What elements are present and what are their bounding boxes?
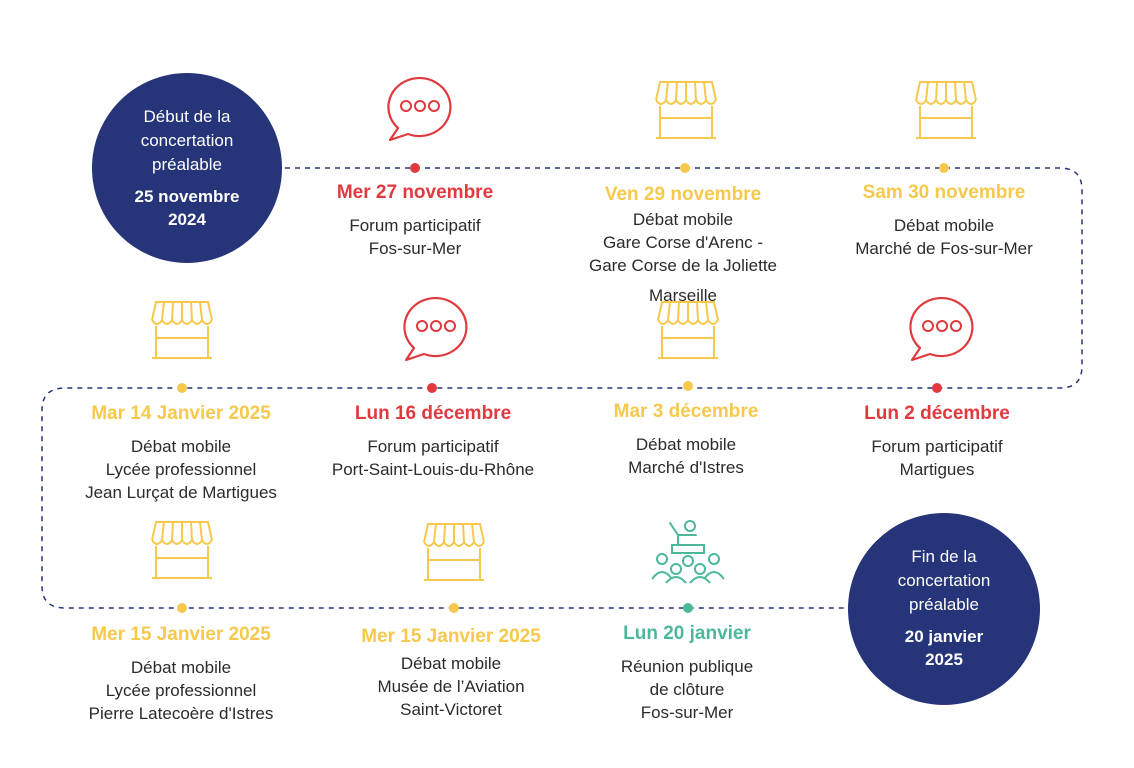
event-description: Débat mobile Lycée professionnel Jean Lu…: [85, 437, 277, 502]
event-description: Forum participatif Fos-sur-Mer: [349, 216, 481, 258]
market-stall-icon: [657, 301, 719, 359]
event-date: Mar 3 décembre: [613, 401, 759, 422]
timeline-dot: [410, 163, 420, 173]
event-date: Mer 27 novembre: [336, 182, 494, 203]
market-stall-icon: [655, 81, 717, 139]
event-lun-16-decembre: Lun 16 décembre Forum participatif Port-…: [293, 402, 573, 481]
speech-bubble-icon: [387, 76, 452, 142]
event-ven-29-novembre: Ven 29 novembre Débat mobile Gare Corse …: [543, 183, 823, 307]
event-date: Ven 29 novembre: [604, 184, 762, 205]
event-date: Lun 16 décembre: [354, 403, 512, 424]
event-date: Lun 20 janvier: [623, 623, 751, 644]
event-description: Débat mobile Musée de l’Aviation Saint-V…: [377, 654, 525, 719]
market-stall-icon: [151, 301, 213, 359]
event-date: Mar 14 Janvier 2025: [91, 403, 271, 424]
start-label: Début de la concertation préalable: [140, 107, 234, 174]
event-description: Forum participatif Martigues: [871, 437, 1003, 479]
speech-bubble-icon: [403, 296, 468, 362]
timeline-dot: [683, 603, 693, 613]
event-date: Mer 15 Janvier 2025: [361, 626, 541, 647]
event-description: Réunion publique de clôture Fos-sur-Mer: [620, 657, 754, 722]
speech-bubble-icon: [909, 296, 974, 362]
end-label: Fin de la concertation préalable: [897, 547, 991, 614]
event-location: Marseille: [648, 286, 718, 305]
end-date: 20 janvier 2025: [904, 627, 984, 669]
event-date: Lun 2 décembre: [864, 403, 1010, 424]
event-description: Débat mobile Lycée professionnel Pierre …: [88, 658, 274, 723]
event-mer-15-janvier-istres: Mer 15 Janvier 2025 Débat mobile Lycée p…: [41, 623, 321, 725]
event-mar-14-janvier: Mar 14 Janvier 2025 Débat mobile Lycée p…: [41, 402, 321, 504]
timeline-dot: [680, 163, 690, 173]
event-mar-3-decembre: Mar 3 décembre Débat mobile Marché d'Ist…: [546, 400, 826, 479]
timeline-dot: [177, 383, 187, 393]
event-date: Sam 30 novembre: [862, 182, 1026, 203]
event-description: Forum participatif Port-Saint-Louis-du-R…: [331, 437, 535, 479]
timeline-dot: [939, 163, 949, 173]
start-date: 25 novembre 2024: [134, 187, 240, 229]
event-date: Mer 15 Janvier 2025: [91, 624, 271, 645]
event-lun-2-decembre: Lun 2 décembre Forum participatif Martig…: [797, 402, 1077, 481]
start-circle: Début de la concertation préalable 25 no…: [92, 73, 282, 263]
event-mer-27-novembre: Mer 27 novembre Forum participatif Fos-s…: [275, 181, 555, 260]
timeline-dot: [449, 603, 459, 613]
event-description: Débat mobile Marché d'Istres: [628, 435, 744, 477]
event-sam-30-novembre: Sam 30 novembre Débat mobile Marché de F…: [804, 181, 1084, 260]
event-description: Débat mobile Gare Corse d'Arenc - Gare C…: [588, 210, 778, 275]
event-mer-15-janvier-aviation: Mer 15 Janvier 2025 Débat mobile Musée d…: [311, 625, 591, 721]
timeline-dot: [932, 383, 942, 393]
end-circle: Fin de la concertation préalable 20 janv…: [848, 513, 1040, 705]
timeline-dot: [427, 383, 437, 393]
public-meeting-icon: [651, 520, 725, 584]
market-stall-icon: [423, 523, 485, 581]
market-stall-icon: [915, 81, 977, 139]
timeline-dot: [683, 381, 693, 391]
event-lun-20-janvier: Lun 20 janvier Réunion publique de clôtu…: [547, 622, 827, 724]
event-description: Débat mobile Marché de Fos-sur-Mer: [855, 216, 1033, 258]
market-stall-icon: [151, 521, 213, 579]
timeline-dot: [177, 603, 187, 613]
